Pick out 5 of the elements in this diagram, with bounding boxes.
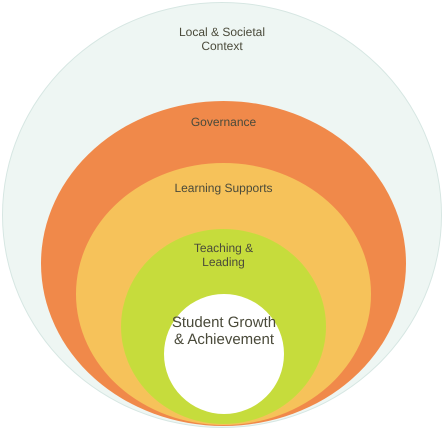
ring-label: Teaching & Leading	[192, 241, 254, 269]
ring-label: Student Growth & Achievement	[170, 314, 278, 348]
ring-label: Governance	[190, 115, 258, 129]
ring-label: Local & Societal Context	[178, 25, 266, 53]
ring-label: Learning Supports	[173, 181, 274, 195]
